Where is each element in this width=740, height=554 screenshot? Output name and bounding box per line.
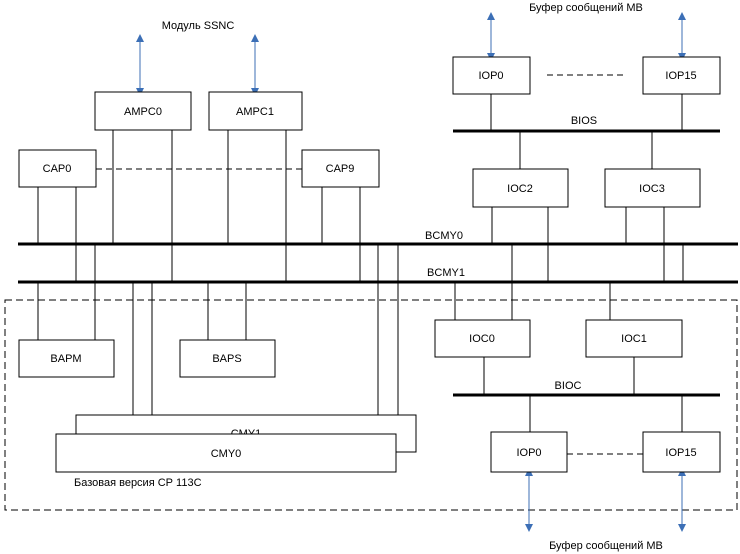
svg-text:BAPM: BAPM [50, 353, 81, 365]
box-cap9: CAP9 [301, 149, 380, 188]
svg-text:IOC1: IOC1 [621, 333, 647, 345]
box-ampc0: AMPC0 [94, 91, 192, 131]
svg-text:CAP0: CAP0 [43, 163, 72, 175]
svg-text:IOP15: IOP15 [665, 70, 696, 82]
box-ioc0: IOC0 [434, 319, 531, 358]
ssnc-module-label: Модуль SSNC [162, 20, 235, 32]
svg-text:IOC2: IOC2 [507, 183, 533, 195]
svg-text:IOC0: IOC0 [469, 333, 495, 345]
box-iop0-top: IOP0 [452, 56, 531, 95]
svg-text:CMY0: CMY0 [211, 448, 242, 460]
box-iop15-bottom: IOP15 [642, 431, 721, 473]
connection-wires [37, 94, 684, 434]
box-ioc1: IOC1 [585, 319, 683, 358]
base-version-label: Базовая версия СР 113С [74, 477, 202, 489]
svg-text:IOC3: IOC3 [639, 183, 665, 195]
box-cap0: CAP0 [18, 149, 97, 188]
base-version-frame [4, 299, 738, 511]
bus-bcmy1-label: BCMY1 [427, 267, 465, 279]
box-ioc3: IOC3 [604, 168, 701, 208]
svg-text:BAPS: BAPS [212, 353, 241, 365]
svg-text:IOP0: IOP0 [478, 70, 503, 82]
box-baps: BAPS [179, 339, 276, 378]
box-bapm: BAPM [18, 339, 115, 378]
svg-text:AMPC1: AMPC1 [236, 106, 274, 118]
bus-bcmy0-label: BCMY0 [425, 230, 463, 242]
mb-buffer-top-label: Буфер сообщений МВ [529, 2, 643, 14]
svg-text:IOP0: IOP0 [516, 447, 541, 459]
bus-bioc-label: BIOC [555, 380, 582, 392]
box-ampc1: AMPC1 [208, 91, 303, 131]
mb-buffer-bottom-label: Буфер сообщений МВ [549, 540, 663, 552]
box-ioc2: IOC2 [472, 168, 569, 208]
svg-text:IOP15: IOP15 [665, 447, 696, 459]
bus-bios-label: BIOS [571, 115, 597, 127]
svg-text:AMPC0: AMPC0 [124, 106, 162, 118]
svg-text:CAP9: CAP9 [326, 163, 355, 175]
box-iop0-bottom: IOP0 [490, 431, 568, 473]
message-arrows [136, 12, 686, 532]
box-iop15-top: IOP15 [642, 56, 721, 95]
box-cmy0: CMY0 [55, 433, 397, 473]
